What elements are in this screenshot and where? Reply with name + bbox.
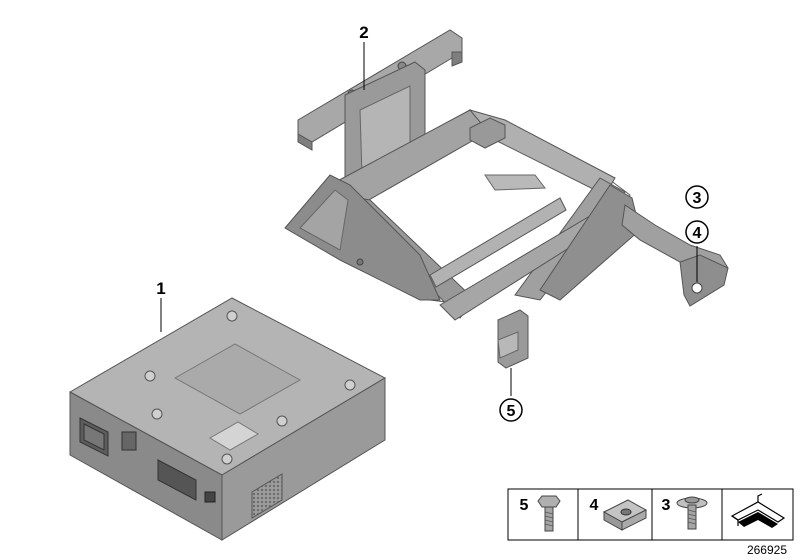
callout-part-4: 4 xyxy=(685,220,709,244)
legend-item-5: 5 xyxy=(520,495,561,532)
legend-item-3: 3 xyxy=(662,496,708,530)
callout-part-5-label: 5 xyxy=(507,403,516,420)
hex-bolt-icon xyxy=(537,495,561,532)
callout-part-3-label: 3 xyxy=(693,190,702,207)
callout-part-5: 5 xyxy=(499,398,523,422)
callout-part-2: 2 xyxy=(359,23,368,42)
clip-nut-icon xyxy=(602,499,648,531)
legend-item-3-number: 3 xyxy=(662,497,671,514)
legend-item-4-number: 4 xyxy=(590,497,599,514)
callout-part-1: 1 xyxy=(156,279,165,298)
leader-lines xyxy=(160,42,698,396)
mounting-bracket xyxy=(284,29,729,369)
bracket-symbol-icon xyxy=(730,493,786,528)
parts-legend: 5 4 3 xyxy=(507,488,794,541)
legend-item-4: 4 xyxy=(590,497,648,531)
legend-item-5-number: 5 xyxy=(520,497,529,514)
flange-screw-icon xyxy=(676,496,708,530)
callout-part-3: 3 xyxy=(685,185,709,209)
control-unit-module xyxy=(68,297,387,541)
diagram-reference-number: 266925 xyxy=(747,543,787,557)
callout-part-4-label: 4 xyxy=(693,225,702,242)
